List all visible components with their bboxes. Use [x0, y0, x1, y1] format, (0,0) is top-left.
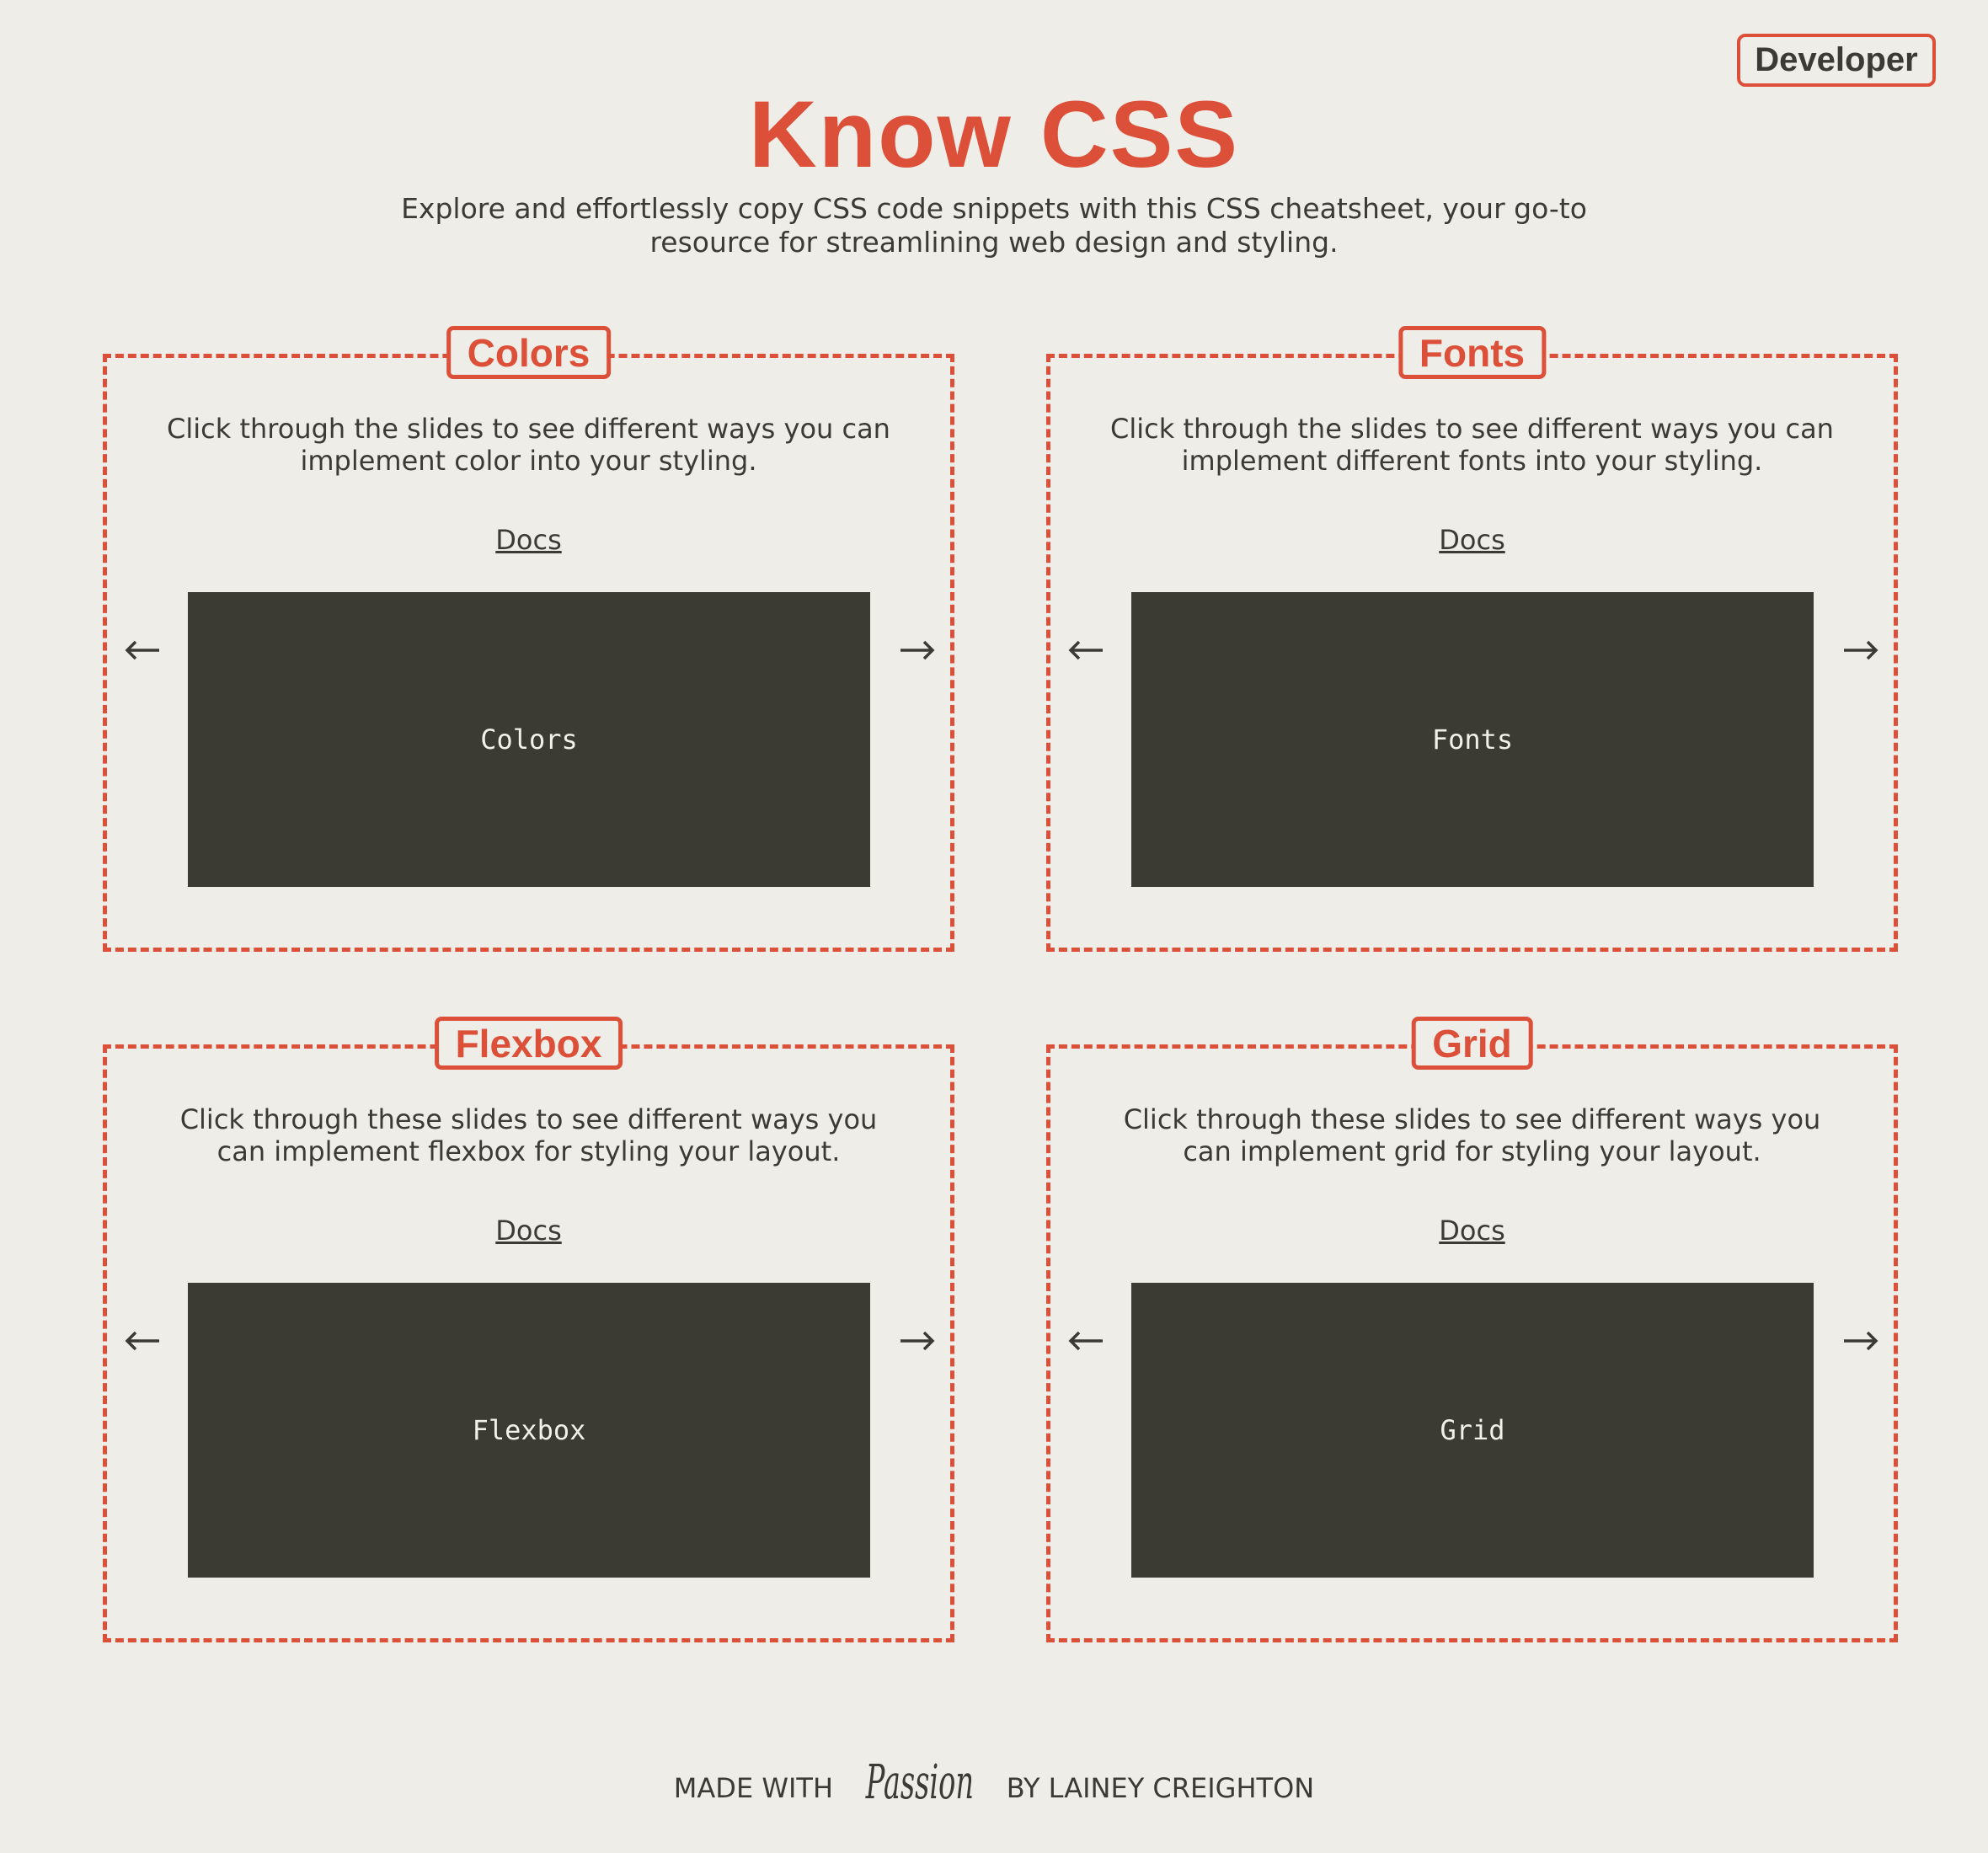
- slide: Fonts: [1131, 592, 1814, 887]
- card-description: Click through the slides to see differen…: [167, 413, 890, 477]
- card-flexbox: Flexbox Click through these slides to se…: [103, 1017, 954, 1642]
- card-label-flexbox: Flexbox: [434, 1017, 623, 1070]
- footer-prefix: MADE WITH: [673, 1772, 834, 1804]
- docs-link[interactable]: Docs: [1439, 524, 1505, 556]
- prev-slide-button[interactable]: [1061, 629, 1111, 671]
- docs-link-wrapper: Docs: [107, 524, 950, 556]
- arrow-right-icon: [1844, 1331, 1878, 1351]
- card-label-colors: Colors: [446, 326, 612, 379]
- arrow-right-icon: [1844, 640, 1878, 660]
- card-fonts: Fonts Click through the slides to see di…: [1046, 326, 1898, 952]
- next-slide-button[interactable]: [892, 629, 943, 671]
- docs-link-wrapper: Docs: [107, 1215, 950, 1247]
- footer: MADE WITH Passion BY LAINEY CREIGHTON: [0, 1760, 1988, 1812]
- prev-slide-button[interactable]: [117, 1320, 168, 1362]
- slide: Flexbox: [188, 1283, 870, 1578]
- footer-author: BY LAINEY CREIGHTON: [1006, 1772, 1315, 1804]
- next-slide-button[interactable]: [892, 1320, 943, 1362]
- slide-text: Grid: [1440, 1414, 1505, 1446]
- arrow-left-icon: [125, 640, 159, 660]
- card-description: Click through these slides to see differ…: [1123, 1103, 1821, 1167]
- docs-link[interactable]: Docs: [1439, 1215, 1505, 1247]
- prev-slide-button[interactable]: [1061, 1320, 1111, 1362]
- arrow-left-icon: [1068, 1331, 1103, 1351]
- page-title: Know CSS: [748, 82, 1240, 187]
- card-description: Click through these slides to see differ…: [179, 1103, 878, 1167]
- card-grid: Grid Click through these slides to see d…: [1046, 1017, 1898, 1642]
- arrow-right-icon: [900, 640, 935, 660]
- slide-text: Fonts: [1431, 724, 1514, 756]
- docs-link-wrapper: Docs: [1050, 524, 1894, 556]
- developer-button[interactable]: Developer: [1737, 34, 1936, 87]
- next-slide-button[interactable]: [1836, 1320, 1886, 1362]
- footer-script-word: Passion: [865, 1755, 974, 1810]
- card-label-fonts: Fonts: [1397, 326, 1547, 379]
- docs-link[interactable]: Docs: [495, 1215, 562, 1247]
- slide: Grid: [1131, 1283, 1814, 1578]
- arrow-right-icon: [900, 1331, 935, 1351]
- slide: Colors: [188, 592, 870, 887]
- card-label-grid: Grid: [1411, 1017, 1533, 1070]
- card-description: Click through the slides to see differen…: [1110, 413, 1834, 477]
- card-colors: Colors Click through the slides to see d…: [103, 326, 954, 952]
- slide-text: Flexbox: [472, 1414, 586, 1446]
- docs-link[interactable]: Docs: [495, 524, 562, 556]
- arrow-left-icon: [1068, 640, 1103, 660]
- next-slide-button[interactable]: [1836, 629, 1886, 671]
- arrow-left-icon: [125, 1331, 159, 1351]
- prev-slide-button[interactable]: [117, 629, 168, 671]
- page-subtitle: Explore and effortlessly copy CSS code s…: [401, 192, 1587, 259]
- docs-link-wrapper: Docs: [1050, 1215, 1894, 1247]
- slide-text: Colors: [480, 724, 578, 756]
